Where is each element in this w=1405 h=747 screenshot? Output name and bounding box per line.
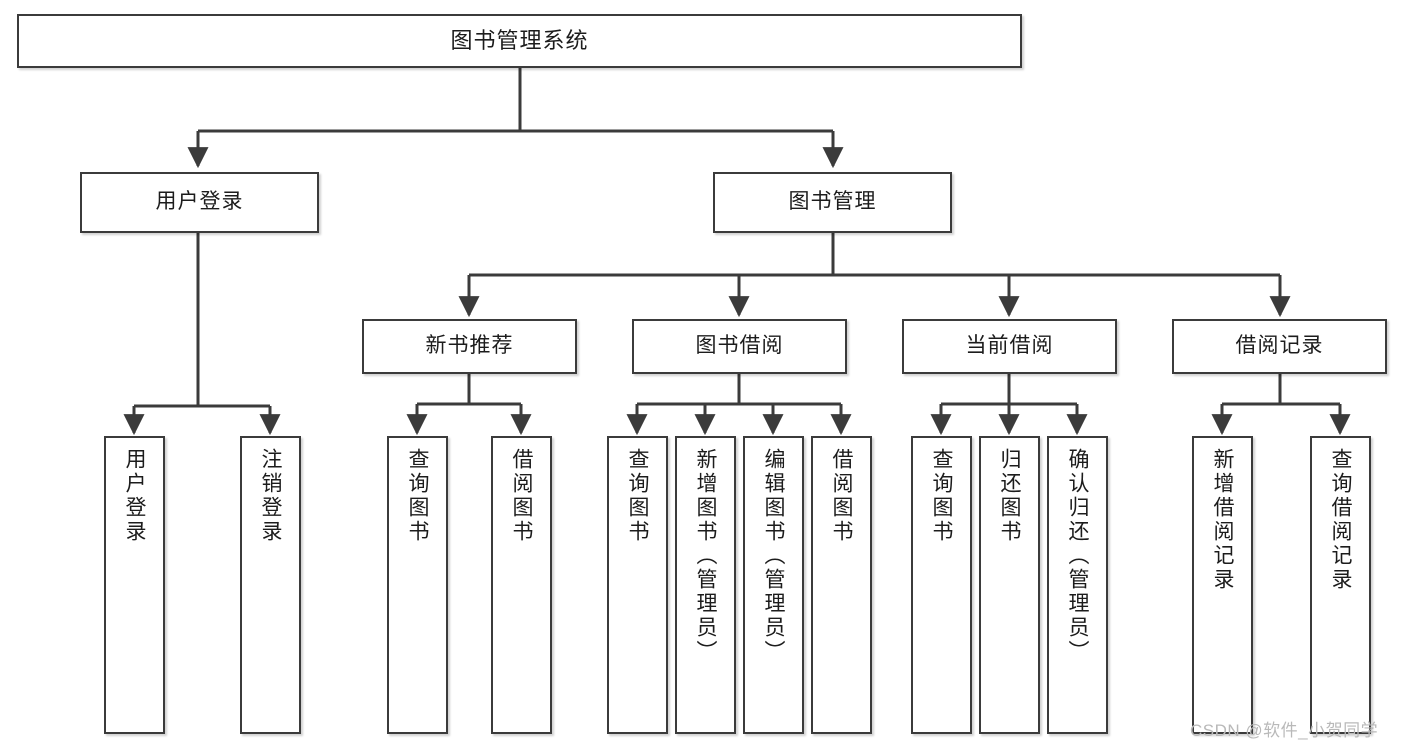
node-label: 注销登录 bbox=[259, 448, 282, 544]
node-label: 查询图书 bbox=[930, 448, 953, 544]
node-label: 新书推荐 bbox=[425, 334, 514, 358]
node-label: 查询借阅记录 bbox=[1329, 448, 1352, 592]
node-book-borrow[interactable]: 图书借阅 bbox=[632, 319, 847, 374]
node-label: 查询图书 bbox=[626, 448, 649, 544]
leaf-query-book-new[interactable]: 查询图书 bbox=[387, 436, 448, 734]
csdn-watermark: CSDN @软件_小贺同学 bbox=[1190, 721, 1379, 740]
node-borrow-record[interactable]: 借阅记录 bbox=[1172, 319, 1387, 374]
node-label: 借阅图书 bbox=[830, 448, 853, 544]
node-label: 新增借阅记录 bbox=[1211, 448, 1234, 592]
node-label: 借阅记录 bbox=[1235, 334, 1324, 358]
node-label: 查询图书 bbox=[406, 448, 429, 544]
leaf-add-borrow-record[interactable]: 新增借阅记录 bbox=[1192, 436, 1253, 734]
leaf-edit-book-admin[interactable]: 编辑图书（管理员） bbox=[743, 436, 804, 734]
node-book-management[interactable]: 图书管理 bbox=[713, 172, 952, 233]
node-label: 图书借阅 bbox=[695, 334, 784, 358]
node-label: 用户登录 bbox=[123, 448, 146, 544]
node-label: 借阅图书 bbox=[510, 448, 533, 544]
leaf-confirm-return-admin[interactable]: 确认归还（管理员） bbox=[1047, 436, 1108, 734]
node-label: 当前借阅 bbox=[965, 334, 1054, 358]
node-label: 编辑图书（管理员） bbox=[762, 448, 785, 664]
leaf-user-logout[interactable]: 注销登录 bbox=[240, 436, 301, 734]
leaf-query-borrow-record[interactable]: 查询借阅记录 bbox=[1310, 436, 1371, 734]
node-root-system[interactable]: 图书管理系统 bbox=[17, 14, 1022, 68]
leaf-query-book-current[interactable]: 查询图书 bbox=[911, 436, 972, 734]
node-label: 新增图书（管理员） bbox=[694, 448, 717, 664]
node-label: 用户登录 bbox=[155, 190, 244, 214]
node-label: 图书管理 bbox=[788, 190, 877, 214]
leaf-borrow-book-new[interactable]: 借阅图书 bbox=[491, 436, 552, 734]
node-label: 归还图书 bbox=[998, 448, 1021, 544]
node-label: 确认归还（管理员） bbox=[1066, 448, 1089, 664]
node-current-borrow[interactable]: 当前借阅 bbox=[902, 319, 1117, 374]
leaf-add-book-admin[interactable]: 新增图书（管理员） bbox=[675, 436, 736, 734]
node-user-login[interactable]: 用户登录 bbox=[80, 172, 319, 233]
node-label: 图书管理系统 bbox=[450, 28, 589, 54]
node-new-book-recommend[interactable]: 新书推荐 bbox=[362, 319, 577, 374]
leaf-query-book-borrow[interactable]: 查询图书 bbox=[607, 436, 668, 734]
leaf-return-book[interactable]: 归还图书 bbox=[979, 436, 1040, 734]
leaf-borrow-book[interactable]: 借阅图书 bbox=[811, 436, 872, 734]
leaf-user-login[interactable]: 用户登录 bbox=[104, 436, 165, 734]
